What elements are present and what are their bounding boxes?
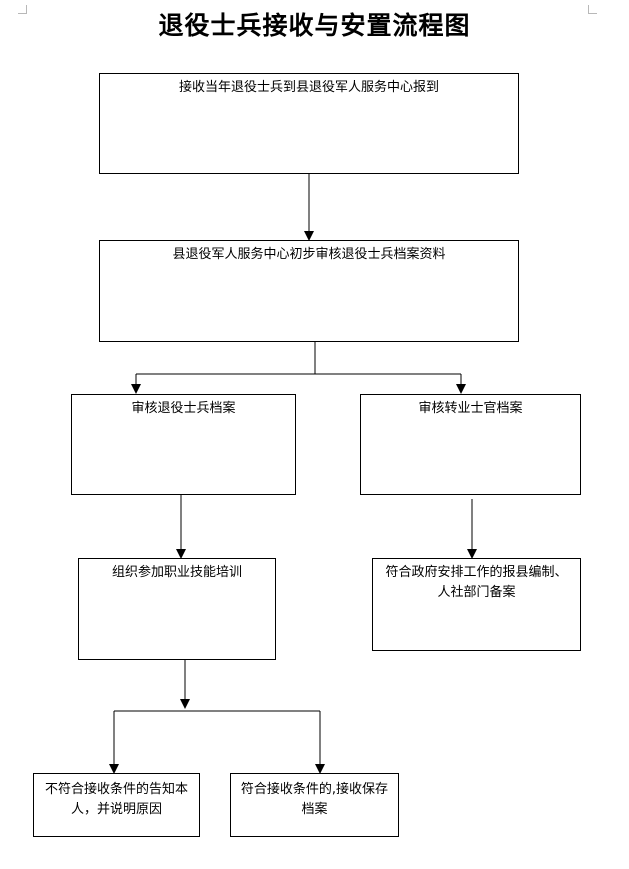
page-corner-mark-right xyxy=(588,5,597,14)
step-gov-placement-label: 符合政府安排工作的报县编制、人社部门备案 xyxy=(385,565,568,600)
step-review-nco-label: 审核转业士官档案 xyxy=(418,401,523,416)
step-report-box: 接收当年退役士兵到县退役军人服务中心报到 xyxy=(99,73,519,174)
step-training-box: 组织参加职业技能培训 xyxy=(78,558,276,660)
page-corner-mark-left xyxy=(18,5,27,14)
step-review-nco-box: 审核转业士官档案 xyxy=(360,394,581,495)
step-report-label: 接收当年退役士兵到县退役军人服务中心报到 xyxy=(178,80,439,95)
step-review-soldier-label: 审核退役士兵档案 xyxy=(131,401,236,416)
step-gov-placement-box: 符合政府安排工作的报县编制、人社部门备案 xyxy=(372,558,581,651)
step-not-qualified-label: 不符合接收条件的告知本人，并说明原因 xyxy=(44,782,188,817)
step-initial-review-label: 县退役军人服务中心初步审核退役士兵档案资料 xyxy=(172,247,446,262)
step-initial-review-box: 县退役军人服务中心初步审核退役士兵档案资料 xyxy=(99,240,519,342)
step-review-soldier-box: 审核退役士兵档案 xyxy=(71,394,296,495)
step-qualified-label: 符合接收条件的,接收保存档案 xyxy=(240,782,389,817)
step-qualified-box: 符合接收条件的,接收保存档案 xyxy=(230,773,399,837)
diagram-title: 退役士兵接收与安置流程图 xyxy=(158,11,471,40)
step-not-qualified-box: 不符合接收条件的告知本人，并说明原因 xyxy=(33,773,200,837)
step-training-label: 组织参加职业技能培训 xyxy=(111,565,242,580)
